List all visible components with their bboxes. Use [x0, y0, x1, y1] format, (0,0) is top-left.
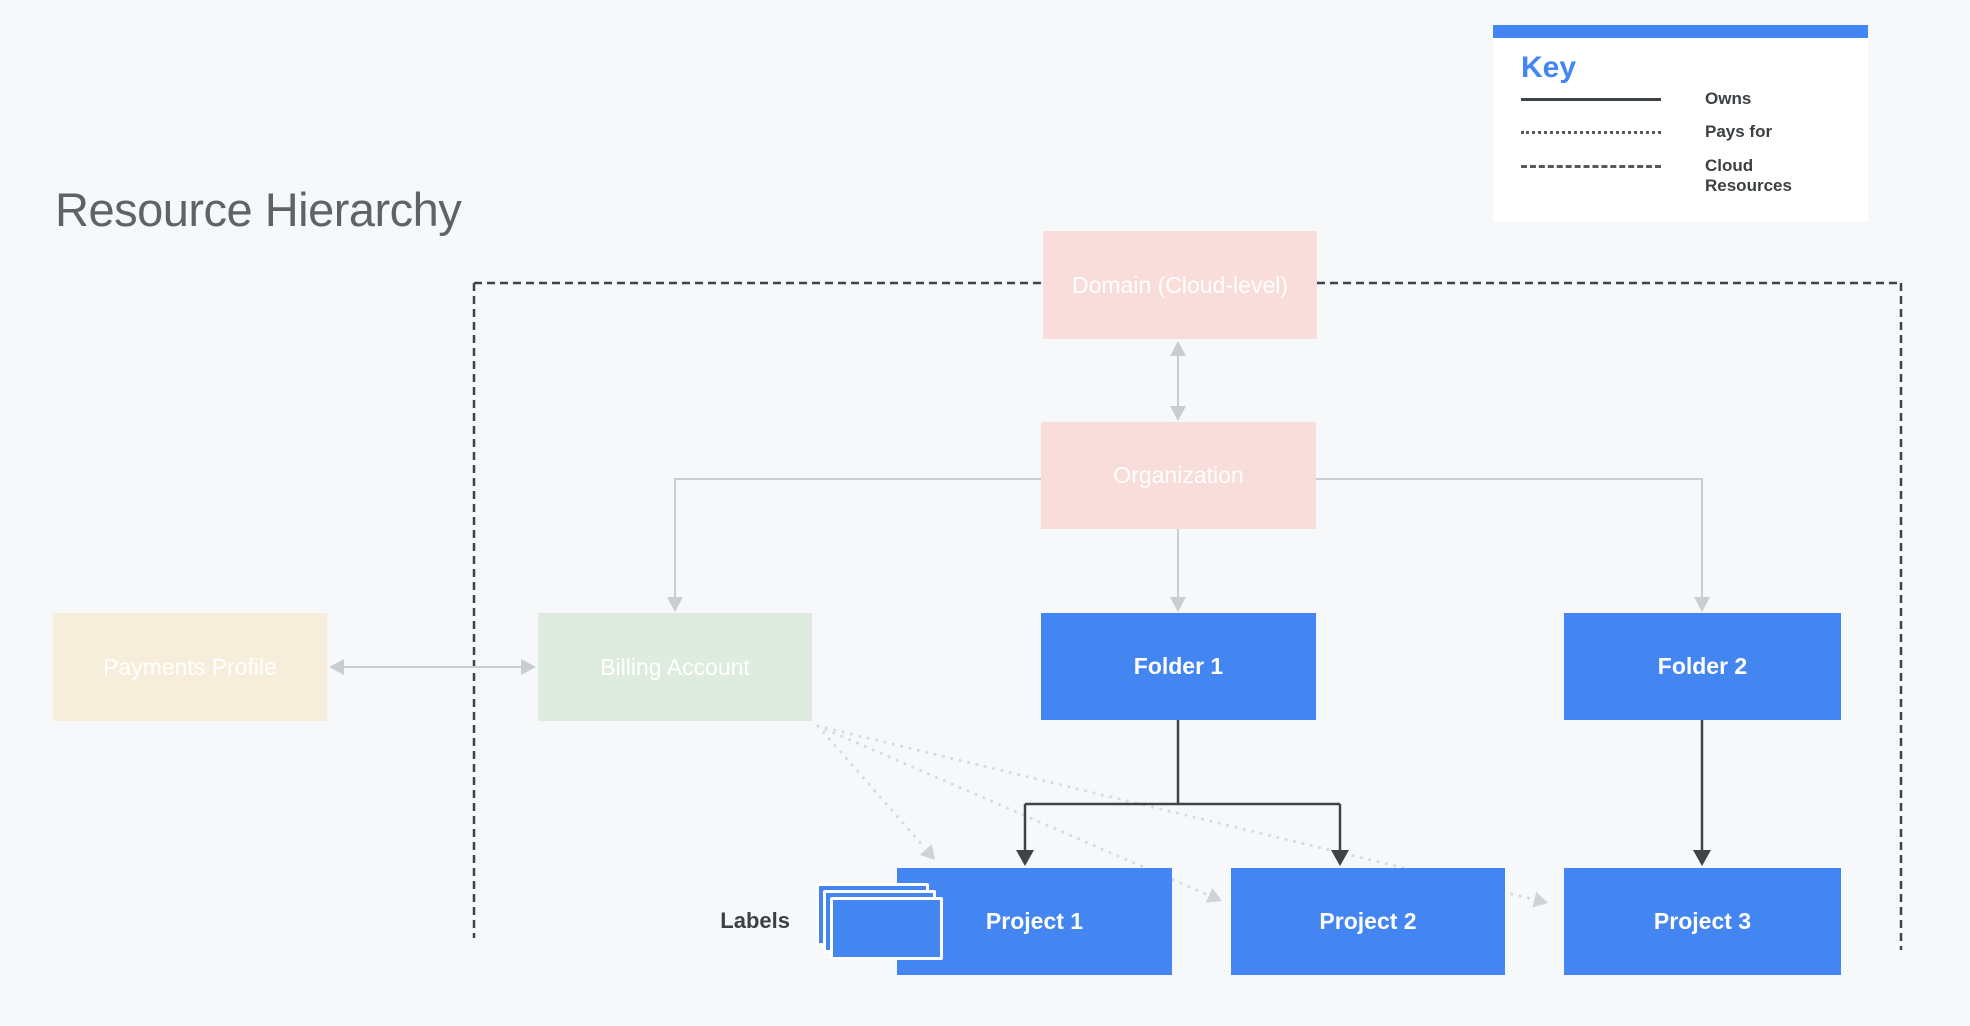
legend-label-owns: Owns — [1705, 89, 1752, 108]
legend-row-owns: Owns — [1521, 89, 1858, 109]
cloud-resources-boundary — [472, 281, 1903, 950]
legend-title: Key — [1521, 51, 1577, 84]
legend-row-cloud-resources: Cloud Resources — [1521, 156, 1858, 197]
node-domain: Domain (Cloud-level) — [1043, 231, 1317, 339]
node-project-3: Project 3 — [1564, 868, 1841, 975]
solid-line-sample — [1521, 97, 1661, 101]
node-organization: Organization — [1041, 422, 1316, 529]
legend-key-box: Key Owns Pays for Cloud Resources — [1493, 25, 1868, 222]
labels-stack-icon — [816, 883, 951, 968]
owns-connectors-light — [329, 341, 1710, 675]
dotted-line-sample — [1521, 131, 1661, 135]
legend-label-pays-for: Pays for — [1705, 122, 1773, 142]
legend-content: Key Owns Pays for Cloud Resources — [1521, 51, 1858, 210]
page-title: Resource Hierarchy — [55, 183, 462, 236]
node-folder-1: Folder 1 — [1041, 613, 1316, 720]
node-folder-2: Folder 2 — [1564, 613, 1841, 720]
node-billing-account: Billing Account — [538, 613, 812, 721]
node-payments-profile: Payments Profile — [53, 613, 327, 721]
node-project-2: Project 2 — [1231, 868, 1505, 975]
labels-caption: Labels — [720, 908, 790, 933]
folder-project-connectors-dark — [1016, 720, 1711, 866]
legend-accent-bar — [1493, 25, 1868, 38]
label-card-front — [830, 897, 943, 960]
legend-row-pays-for: Pays for — [1521, 122, 1858, 142]
dashed-line-sample — [1521, 164, 1661, 168]
pays-for-connectors-dotted — [816, 724, 1548, 908]
legend-label-cloud-resources: Cloud Resources — [1705, 155, 1792, 196]
